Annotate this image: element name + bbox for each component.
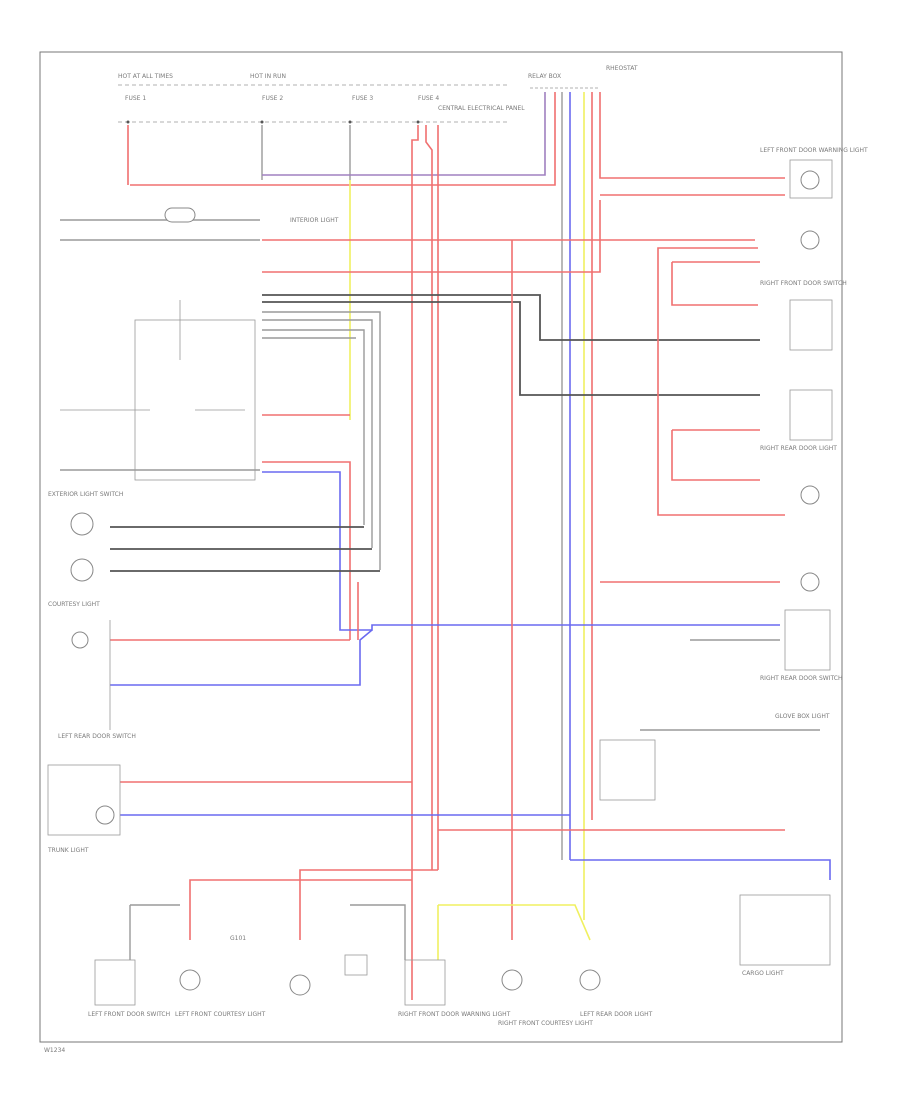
right-front-courtesy-light-label: RIGHT FRONT COURTESY LIGHT (498, 1020, 593, 1027)
exterior-light-switch-label: EXTERIOR LIGHT SWITCH (48, 491, 123, 498)
right-front-door-switch-label: RIGHT FRONT DOOR SWITCH (760, 280, 847, 287)
left-rear-door-switch-label: LEFT REAR DOOR SWITCH (58, 733, 136, 740)
diagram-frame (39, 51, 843, 1043)
rheostat-label: RHEOSTAT (606, 65, 638, 72)
left-rear-door-light-label: LEFT REAR DOOR LIGHT (580, 1011, 653, 1018)
right-rear-door-light-label: RIGHT REAR DOOR LIGHT (760, 445, 837, 452)
wires (60, 92, 831, 1000)
fuse-block: HOT AT ALL TIMES HOT IN RUN FUSE 1 FUSE … (118, 73, 525, 124)
interior-light-label: INTERIOR LIGHT (290, 217, 339, 224)
exterior-light-switch: EXTERIOR LIGHT SWITCH (48, 491, 123, 582)
relay-box: RELAY BOX RHEOSTAT (528, 65, 638, 89)
hot-at-all-times-label: HOT AT ALL TIMES (118, 73, 173, 80)
right-components: LEFT FRONT DOOR WARNING LIGHT RIGHT FRON… (599, 147, 868, 977)
central-panel-label: CENTRAL ELECTRICAL PANEL (438, 105, 525, 112)
fuse-2-label: FUSE 2 (262, 95, 283, 102)
footer-code: W1234 (44, 1047, 65, 1054)
right-front-door-warning-light-label: RIGHT FRONT DOOR WARNING LIGHT (398, 1011, 511, 1018)
courtesy-light-label: COURTESY LIGHT (48, 601, 100, 608)
right-rear-door-switch-label: RIGHT REAR DOOR SWITCH (760, 675, 842, 682)
cargo-light-label: CARGO LIGHT (742, 970, 784, 977)
left-front-courtesy-light-label: LEFT FRONT COURTESY LIGHT (175, 1011, 266, 1018)
ground-label: G101 (230, 935, 246, 942)
trunk-light: TRUNK LIGHT (47, 764, 121, 854)
trunk-light-label: TRUNK LIGHT (47, 847, 89, 854)
switch-block (60, 300, 260, 481)
interior-light: INTERIOR LIGHT (164, 207, 339, 224)
relay-box-label: RELAY BOX (528, 73, 561, 80)
fuse-3-label: FUSE 3 (352, 95, 373, 102)
fuse-4-label: FUSE 4 (418, 95, 439, 102)
fuse-1-label: FUSE 1 (125, 95, 146, 102)
courtesy-light: COURTESY LIGHT LEFT REAR DOOR SWITCH (48, 601, 136, 740)
left-front-door-warning-light-label: LEFT FRONT DOOR WARNING LIGHT (760, 147, 868, 154)
glove-box-light-label: GLOVE BOX LIGHT (775, 713, 830, 720)
hot-in-run-label: HOT IN RUN (250, 73, 286, 80)
bottom-components: LEFT FRONT DOOR SWITCH LEFT FRONT COURTE… (88, 935, 653, 1027)
left-front-door-switch-label: LEFT FRONT DOOR SWITCH (88, 1011, 170, 1018)
